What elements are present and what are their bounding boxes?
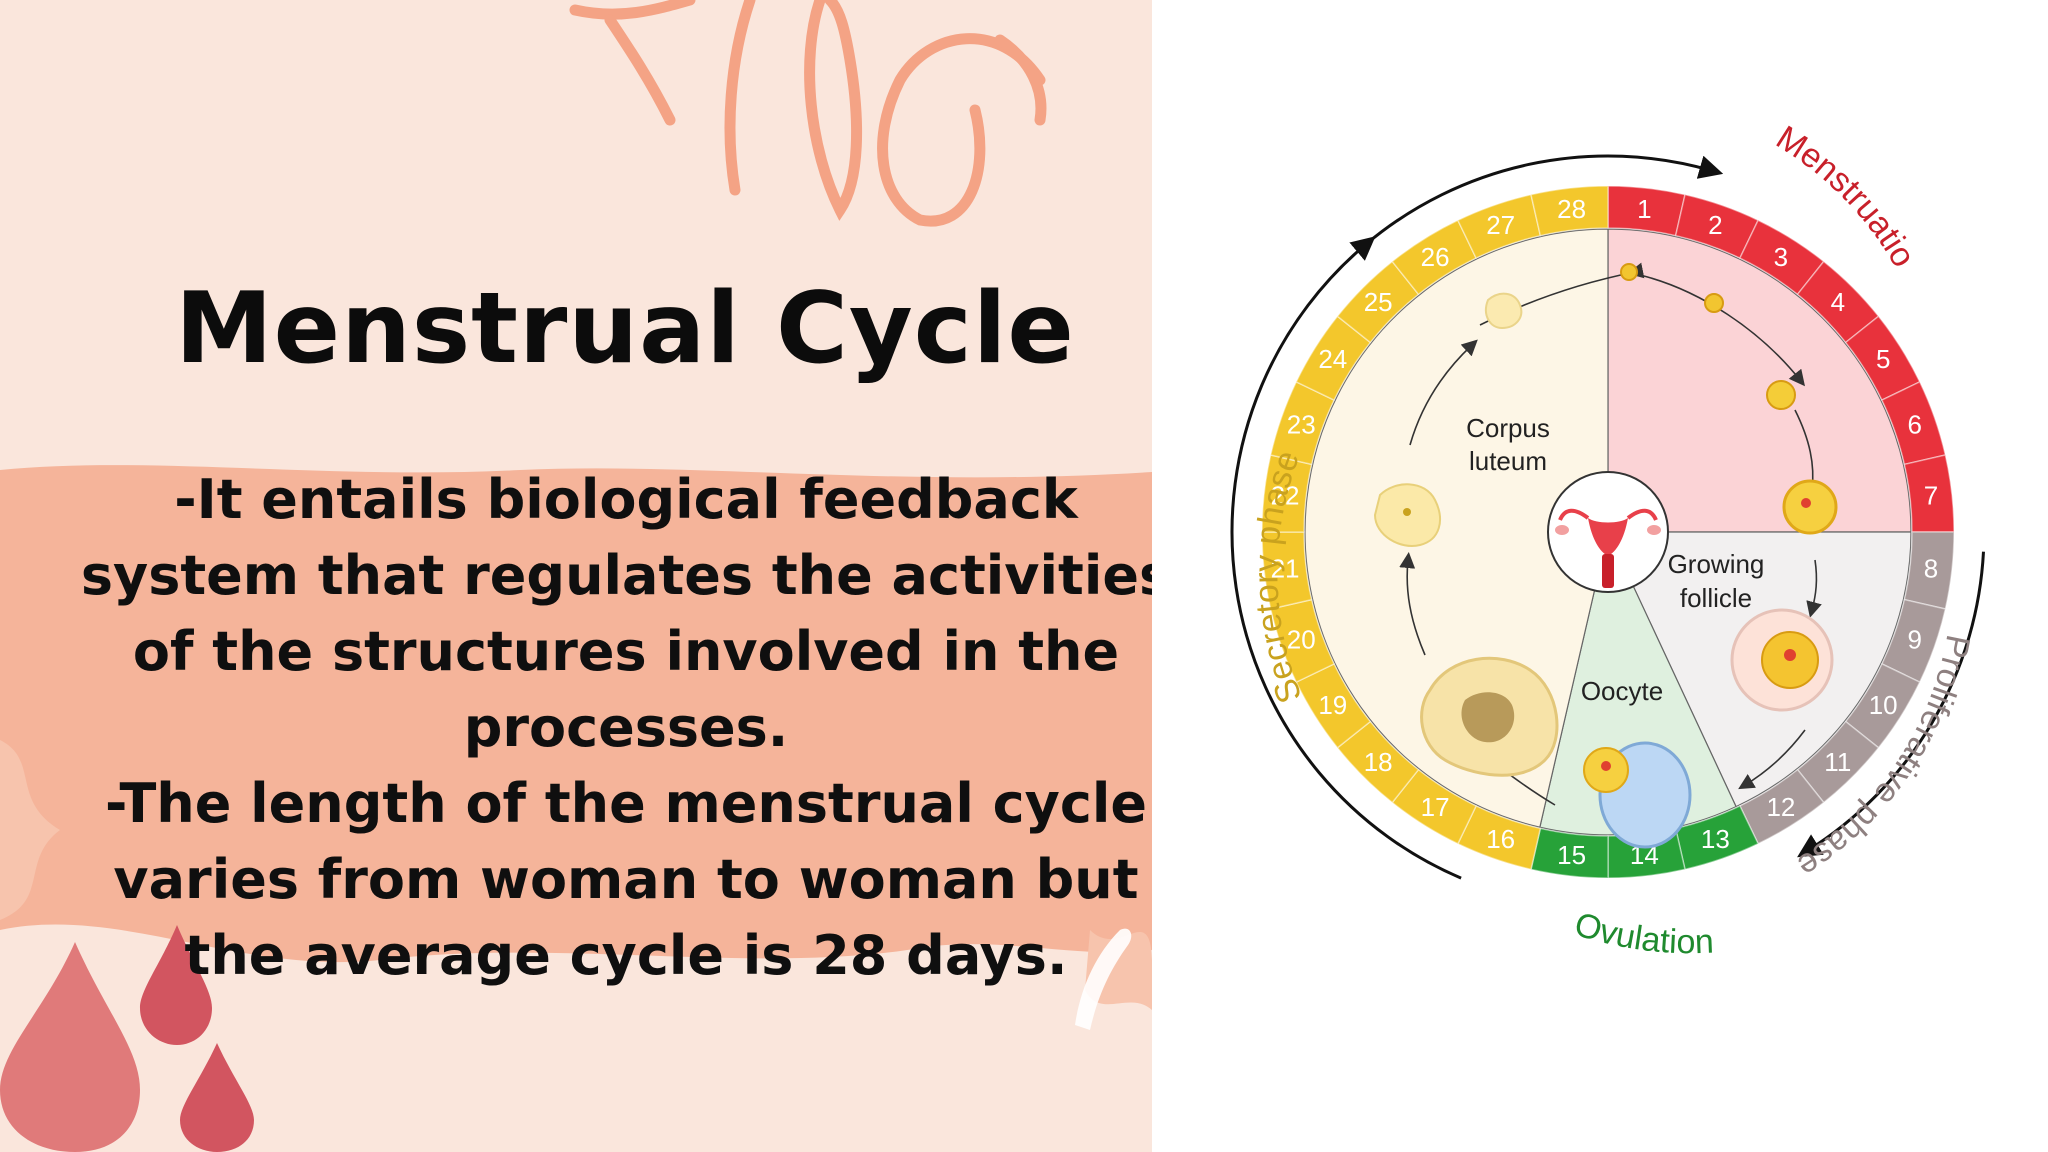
day-segment bbox=[1336, 260, 1420, 344]
ovulation-label: Ovulation bbox=[1570, 905, 1714, 961]
day-label: 27 bbox=[1486, 210, 1515, 240]
ruptured-follicle-core bbox=[1461, 692, 1515, 743]
day-label: 28 bbox=[1557, 194, 1586, 224]
day-segment bbox=[1456, 804, 1542, 871]
slide-left-panel: Menstrual Cycle -It entails biological f… bbox=[0, 0, 1152, 1152]
day-segment bbox=[1674, 193, 1760, 260]
outer-arrow-menstruation bbox=[1365, 154, 1724, 246]
slide-title: Menstrual Cycle bbox=[175, 272, 1075, 386]
body-line: varies from woman to woman but bbox=[113, 848, 1139, 911]
brush-stroke bbox=[0, 465, 1152, 963]
day-segment bbox=[1674, 804, 1760, 871]
follicle-stage bbox=[1782, 479, 1838, 535]
day-label: 2 bbox=[1708, 210, 1722, 240]
day-label: 9 bbox=[1908, 624, 1922, 654]
follicle-nucleus bbox=[1601, 761, 1611, 771]
day-label: 22 bbox=[1271, 481, 1300, 511]
body-line: system that regulates the activities bbox=[80, 544, 1152, 607]
day-label: 16 bbox=[1486, 824, 1515, 854]
day-segment bbox=[1530, 185, 1609, 237]
growing-follicle-label: follicle bbox=[1680, 583, 1752, 613]
day-label: 4 bbox=[1831, 287, 1845, 317]
corpus-luteum-dot bbox=[1403, 508, 1411, 516]
red-drop-medium bbox=[140, 925, 212, 1045]
inner-sectors bbox=[1304, 228, 1912, 836]
follicle-illustrations bbox=[1373, 263, 1838, 849]
follicle-stage bbox=[1766, 380, 1796, 410]
flow-arrow bbox=[1399, 552, 1426, 656]
day-segment bbox=[1903, 531, 1955, 610]
body-line: processes. bbox=[463, 696, 789, 759]
red-drop-large bbox=[0, 942, 140, 1152]
flow-arrow bbox=[1806, 559, 1822, 618]
white-brush-mark bbox=[1075, 928, 1132, 1030]
day-label: 17 bbox=[1421, 792, 1450, 822]
day-label: 6 bbox=[1908, 410, 1922, 440]
day-label: 11 bbox=[1824, 747, 1851, 777]
day-label: 24 bbox=[1318, 344, 1347, 374]
outer-arrow-proliferative bbox=[1797, 551, 1985, 858]
day-label: 20 bbox=[1287, 624, 1316, 654]
slide-body-text: -It entails biological feedback system t… bbox=[0, 462, 1152, 994]
day-label: 7 bbox=[1924, 481, 1938, 511]
day-label: 21 bbox=[1271, 553, 1300, 583]
outer-arrows bbox=[1230, 154, 1985, 880]
day-label: 25 bbox=[1364, 287, 1393, 317]
day-segment bbox=[1796, 260, 1880, 344]
body-line: the average cycle is 28 days. bbox=[184, 924, 1068, 987]
day-label: 23 bbox=[1287, 410, 1316, 440]
day-label: 13 bbox=[1701, 824, 1730, 854]
day-label: 26 bbox=[1421, 242, 1450, 272]
day-label: 18 bbox=[1364, 747, 1393, 777]
body-line: of the structures involved in the bbox=[132, 620, 1120, 683]
follicle-nucleus bbox=[1784, 649, 1796, 661]
growing-follicle-label: Growing bbox=[1668, 549, 1765, 579]
menstrual-cycle-diagram: 1234567891011121314151617181920212223242… bbox=[1152, 0, 1985, 961]
body-line: -It entails biological feedback bbox=[174, 468, 1078, 531]
flow-arrow bbox=[1409, 339, 1478, 446]
corpus-luteum-cell bbox=[1484, 292, 1523, 330]
corpus-luteum-label: luteum bbox=[1469, 446, 1547, 476]
day-segment bbox=[1456, 193, 1542, 260]
day-segment bbox=[1844, 315, 1921, 402]
corpus-luteum-label: Corpus bbox=[1466, 413, 1550, 443]
day-segment bbox=[1796, 720, 1880, 804]
body-line: -The length of the menstrual cycle bbox=[104, 772, 1147, 835]
oocyte-label: Oocyte bbox=[1581, 676, 1663, 706]
day-label: 1 bbox=[1637, 194, 1651, 224]
uterus-icon bbox=[1555, 508, 1661, 588]
day-segment bbox=[1844, 662, 1921, 749]
red-drop-small bbox=[180, 1043, 254, 1152]
day-label: 8 bbox=[1924, 553, 1938, 583]
flow-arrow bbox=[1639, 274, 1805, 387]
day-label: 3 bbox=[1774, 242, 1788, 272]
day-segment bbox=[1261, 454, 1313, 533]
day-label: 12 bbox=[1766, 792, 1795, 822]
follicle-stage bbox=[1620, 263, 1638, 281]
orange-scribble bbox=[569, 0, 1047, 227]
day-segment bbox=[1295, 662, 1372, 749]
menstruation-sector bbox=[1607, 228, 1912, 533]
outer-arrow-secretory bbox=[1230, 236, 1462, 880]
day-label: 19 bbox=[1318, 690, 1347, 720]
brush-stroke-edge bbox=[0, 740, 60, 920]
day-label: 15 bbox=[1557, 840, 1586, 870]
day-label: 5 bbox=[1876, 344, 1890, 374]
decorative-background bbox=[0, 0, 1152, 1152]
day-label: 10 bbox=[1869, 690, 1898, 720]
day-labels: 1234567891011121314151617181920212223242… bbox=[1271, 194, 1939, 870]
follicle-stage bbox=[1704, 293, 1724, 313]
follicle-nucleus bbox=[1801, 498, 1811, 508]
flow-arrow bbox=[1738, 729, 1806, 790]
day-ring bbox=[1261, 185, 1955, 879]
